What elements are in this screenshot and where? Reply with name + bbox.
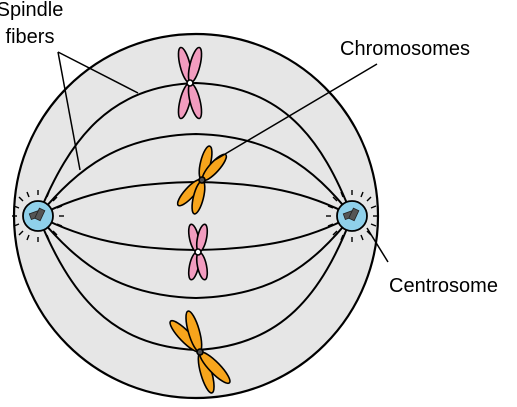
centriole-icon xyxy=(28,207,46,222)
chromosomes-label: Chromosomes xyxy=(340,38,470,60)
spindle-fibers-label-line1: Spindle xyxy=(0,0,63,21)
chromosome-orange-bottom xyxy=(169,310,231,394)
spindle-fiber xyxy=(37,132,353,217)
chromosome-orange-upper xyxy=(176,145,228,215)
aster-rays xyxy=(12,190,64,242)
centrosome-leader-line xyxy=(366,227,389,263)
centrosome-label: Centrosome xyxy=(389,275,498,297)
spindle-leader-line xyxy=(57,51,139,94)
spindle-fibers-label-line2: fibers xyxy=(6,26,55,48)
centrosome-right xyxy=(326,190,378,242)
chromosome-pink-middle xyxy=(187,223,209,281)
spindle-fiber xyxy=(37,81,353,217)
chromosome-pink-top xyxy=(177,46,203,120)
spindle-fiber xyxy=(37,215,353,300)
centriole-icon xyxy=(342,207,360,222)
centrosome-left xyxy=(12,190,64,242)
leader-lines xyxy=(57,51,389,263)
aster-rays xyxy=(326,190,378,242)
chromosome-leader-line xyxy=(214,63,378,161)
spindle-leader-line xyxy=(57,51,81,171)
